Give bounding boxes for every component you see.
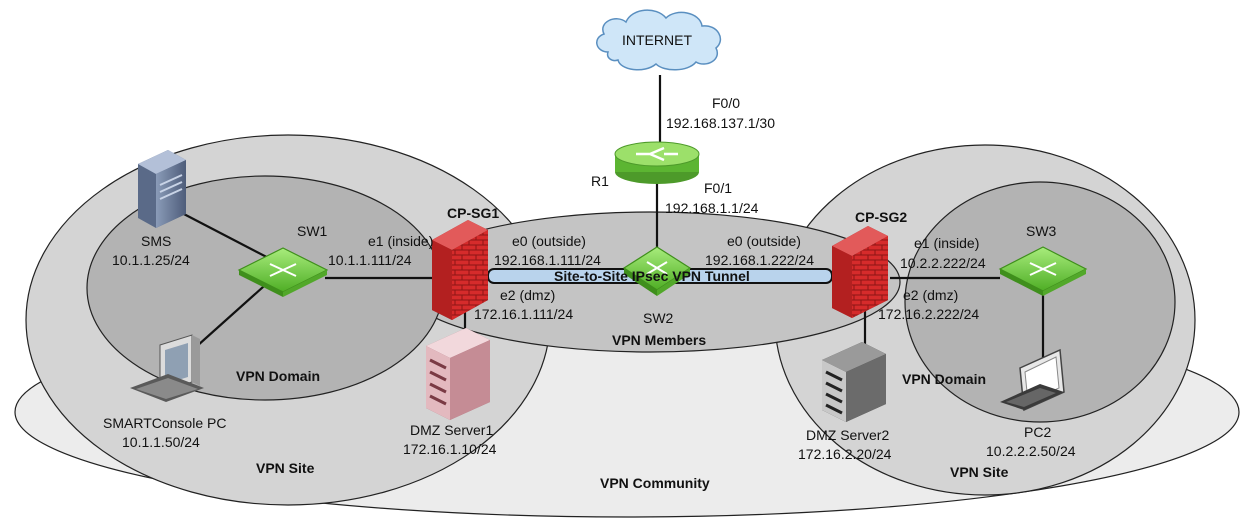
desktop-pc-icon [130, 334, 204, 402]
e1-inside-2-label: e1 (inside) [914, 235, 979, 251]
e2-dmz-1-ip: 172.16.1.111/24 [474, 306, 573, 322]
cpsg1-label: CP-SG1 [447, 205, 499, 221]
vpn-site-1-label: VPN Site [256, 460, 315, 476]
internet-cloud-icon [596, 9, 722, 71]
r1-label: R1 [591, 173, 609, 189]
vpn-members-label: VPN Members [612, 332, 706, 348]
vpn-domain-2-label: VPN Domain [902, 371, 986, 387]
e2-dmz-2-ip: 172.16.2.222/24 [878, 306, 979, 322]
switch-icon [998, 246, 1088, 296]
e1-inside-2-ip: 10.2.2.222/24 [900, 255, 986, 271]
dmz1-label: DMZ Server1 [410, 422, 493, 438]
firewall-icon [832, 226, 888, 318]
e0-outside-1-ip: 192.168.1.111/24 [494, 252, 601, 268]
sw2-label: SW2 [643, 310, 674, 326]
e0-outside-1-label: e0 (outside) [512, 233, 586, 249]
e1-inside-1-ip: 10.1.1.111/24 [328, 252, 412, 268]
vpn-community-label: VPN Community [600, 475, 710, 491]
server-icon [822, 342, 886, 422]
sms-label: SMS [141, 233, 171, 249]
sw3-label: SW3 [1026, 223, 1057, 239]
sms-ip: 10.1.1.25/24 [112, 252, 190, 268]
smartconsole-ip: 10.1.1.50/24 [122, 434, 200, 450]
dmz2-label: DMZ Server2 [806, 427, 889, 443]
sw1-label: SW1 [297, 223, 328, 239]
switch-icon [237, 247, 329, 297]
firewall-icon [432, 220, 488, 320]
e0-outside-2-label: e0 (outside) [727, 233, 801, 249]
tunnel-label: Site-to-Site IPsec VPN Tunnel [554, 268, 750, 284]
f00-ip: 192.168.137.1/30 [666, 115, 775, 131]
e2-dmz-2-label: e2 (dmz) [903, 287, 958, 303]
switch-icon [622, 246, 692, 296]
e0-outside-2-ip: 192.168.1.222/24 [705, 252, 814, 268]
server-icon [426, 328, 490, 420]
smartconsole-label: SMARTConsole PC [103, 415, 226, 431]
router-icon [614, 141, 700, 184]
vpn-domain-2-area [904, 181, 1176, 423]
f00-label: F0/0 [712, 95, 740, 111]
vpn-site-2-label: VPN Site [950, 464, 1009, 480]
e2-dmz-1-label: e2 (dmz) [500, 287, 555, 303]
pc2-ip: 10.2.2.2.50/24 [986, 443, 1076, 459]
f01-ip: 192.168.1.1/24 [665, 200, 759, 216]
dmz2-ip: 172.16.2.20/24 [798, 446, 892, 462]
laptop-icon [1000, 348, 1065, 412]
vpn-domain-1-label: VPN Domain [236, 368, 320, 384]
f01-label: F0/1 [704, 180, 732, 196]
pc2-label: PC2 [1024, 424, 1051, 440]
e1-inside-1-label: e1 (inside) [368, 233, 433, 249]
internet-label: INTERNET [622, 32, 692, 48]
server-icon [138, 150, 186, 228]
dmz1-ip: 172.16.1.10/24 [403, 441, 497, 457]
cpsg2-label: CP-SG2 [855, 209, 907, 225]
